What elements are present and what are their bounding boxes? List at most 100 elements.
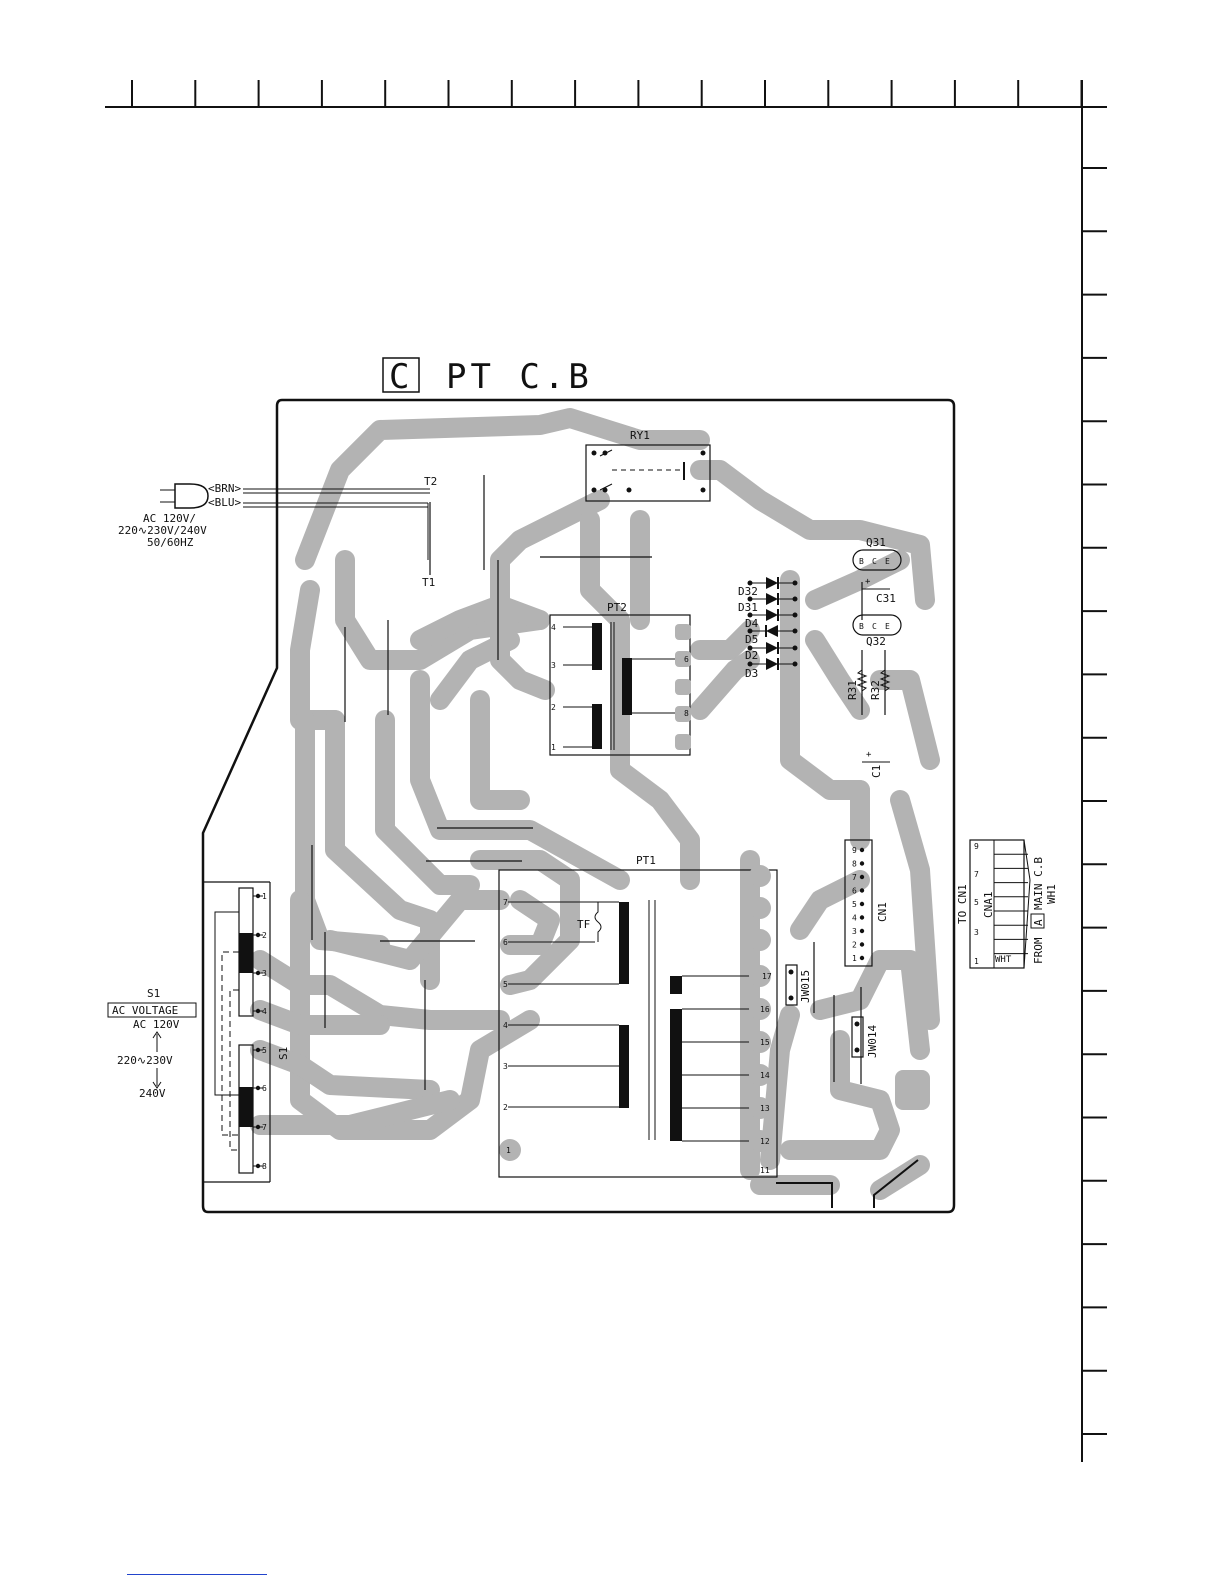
transformer-pt2: PT2 4 3 2 1 6 8 [549,601,691,756]
cn1-label: CN1 [876,902,889,922]
svg-text:1: 1 [551,743,556,752]
wire-brown-label: <BRN> [208,482,241,495]
ac-voltage-line-3: 50/60HZ [147,536,194,549]
cn1-pin: 6 [852,887,857,896]
s1-option-240: 240V [139,1087,166,1100]
diode-pad [792,612,798,618]
transformer-pt1: TF PT1 7 6 5 4 3 2 1 17 16 15 14 13 12 1… [498,854,778,1178]
svg-text:C: C [872,557,877,566]
s1-pin-dot [255,1163,261,1169]
cn1-pin-dot [859,874,865,880]
s1-pin-label: 7 [262,1123,267,1132]
r31-label: R31 [846,680,859,700]
cn1-pin-dot [859,928,865,934]
copper-traces [250,408,940,1200]
diode-d2-label: D2 [745,649,758,662]
s1-pin-label: 3 [262,969,267,978]
svg-text:2: 2 [503,1103,508,1112]
cn1-pin: 3 [852,927,857,936]
cn1-pin: 1 [852,954,857,963]
jumper-wires [311,475,886,1090]
s1-pin-dot [255,970,261,976]
ac-plug: <BRN> <BLU> AC 120V/ 220∿230V/240V 50/60… [118,482,430,560]
cn1-pin: 7 [852,873,857,882]
s1-pin-dot [255,1047,261,1053]
board-outline [201,398,956,1214]
cn1-pin-dot [859,888,865,893]
svg-text:2: 2 [551,703,556,712]
relay-label: RY1 [630,429,650,442]
fuse-t1-label: T1 [422,576,435,589]
heatsink-pad [895,1070,930,1110]
s1-pin-dot [255,1008,261,1014]
ruler-frame [105,80,1107,1462]
connector-cna1: 9 7 5 3 1 WHT CNA1 TO CN1 FROM A MAIN C.… [956,839,1058,969]
s1-pin-dot [255,932,261,938]
diode-pad [747,596,753,602]
fuse-t2-label: T2 [424,475,437,488]
svg-text:9: 9 [974,842,979,851]
cn1-pin: 5 [852,900,857,909]
cn1-pin-dot [859,901,865,907]
svg-text:15: 15 [760,1038,770,1047]
s1-option-220-230: 220∿230V [117,1054,173,1067]
svg-text:C: C [872,622,877,631]
cn1-pin-dot [859,915,865,920]
svg-text:E: E [885,557,890,566]
cna1-note-from-suffix: MAIN C.B [1032,857,1045,910]
diode-pad [792,645,798,651]
svg-text:3: 3 [503,1062,508,1071]
diode-d32-label: D32 [738,585,758,598]
diode-d3-label: D3 [745,667,758,680]
s1-pin-label: 5 [262,1046,267,1055]
cna1-label: CNA1 [982,892,995,919]
r32-label: R32 [869,680,882,700]
svg-text:E: E [885,622,890,631]
ac-voltage-line-1: AC 120V/ [143,512,196,525]
diode-d31-label: D31 [738,601,758,614]
s1-pin-dot [255,1085,261,1091]
svg-text:13: 13 [760,1104,770,1113]
svg-text:11: 11 [760,1166,770,1175]
svg-text:4: 4 [551,623,556,632]
pt1-pin1-pad [499,1139,521,1161]
diode-pad [747,645,753,651]
svg-text:16: 16 [760,1005,770,1014]
svg-text:7: 7 [974,870,979,879]
svg-text:B: B [859,622,864,631]
svg-text:6: 6 [503,938,508,947]
diode-pad [747,628,753,634]
cn1-pin: 8 [852,860,857,869]
board-title: C PT C.B [382,357,589,397]
relay-ry1: RY1 [585,429,711,502]
s1-pin-label: 4 [262,1007,267,1016]
diode-symbol [766,658,778,670]
diode-pad [792,580,798,586]
svg-text:17: 17 [762,972,772,981]
regulator-section: Q31 B C E C31 + B C E Q32 R31 R32 + C1 [846,536,902,778]
s1-header: AC VOLTAGE [112,1004,178,1017]
svg-text:B: B [859,557,864,566]
svg-text:7: 7 [503,898,508,907]
q31-label: Q31 [866,536,886,549]
svg-text:+: + [865,577,871,587]
board-slot [776,1159,919,1208]
diode-pad [792,628,798,634]
diode-pad [747,580,753,586]
wire-blue-label: <BLU> [208,496,241,509]
s1-pin-dot [255,893,261,899]
q32-label: Q32 [866,635,886,648]
cn1-pin-dot [859,942,865,947]
s1-pin-dot [255,1124,261,1130]
page-link-underline[interactable] [127,1574,267,1575]
diode-symbol [766,593,778,605]
cn1-pin-dot [859,847,865,853]
s1-board-label: S1 [277,1047,290,1060]
diode-symbol [766,642,778,654]
pt1-label: PT1 [636,854,656,867]
diode-array: D32 D31 D4 D5 D2 D3 [738,577,798,680]
svg-text:3: 3 [551,661,556,670]
